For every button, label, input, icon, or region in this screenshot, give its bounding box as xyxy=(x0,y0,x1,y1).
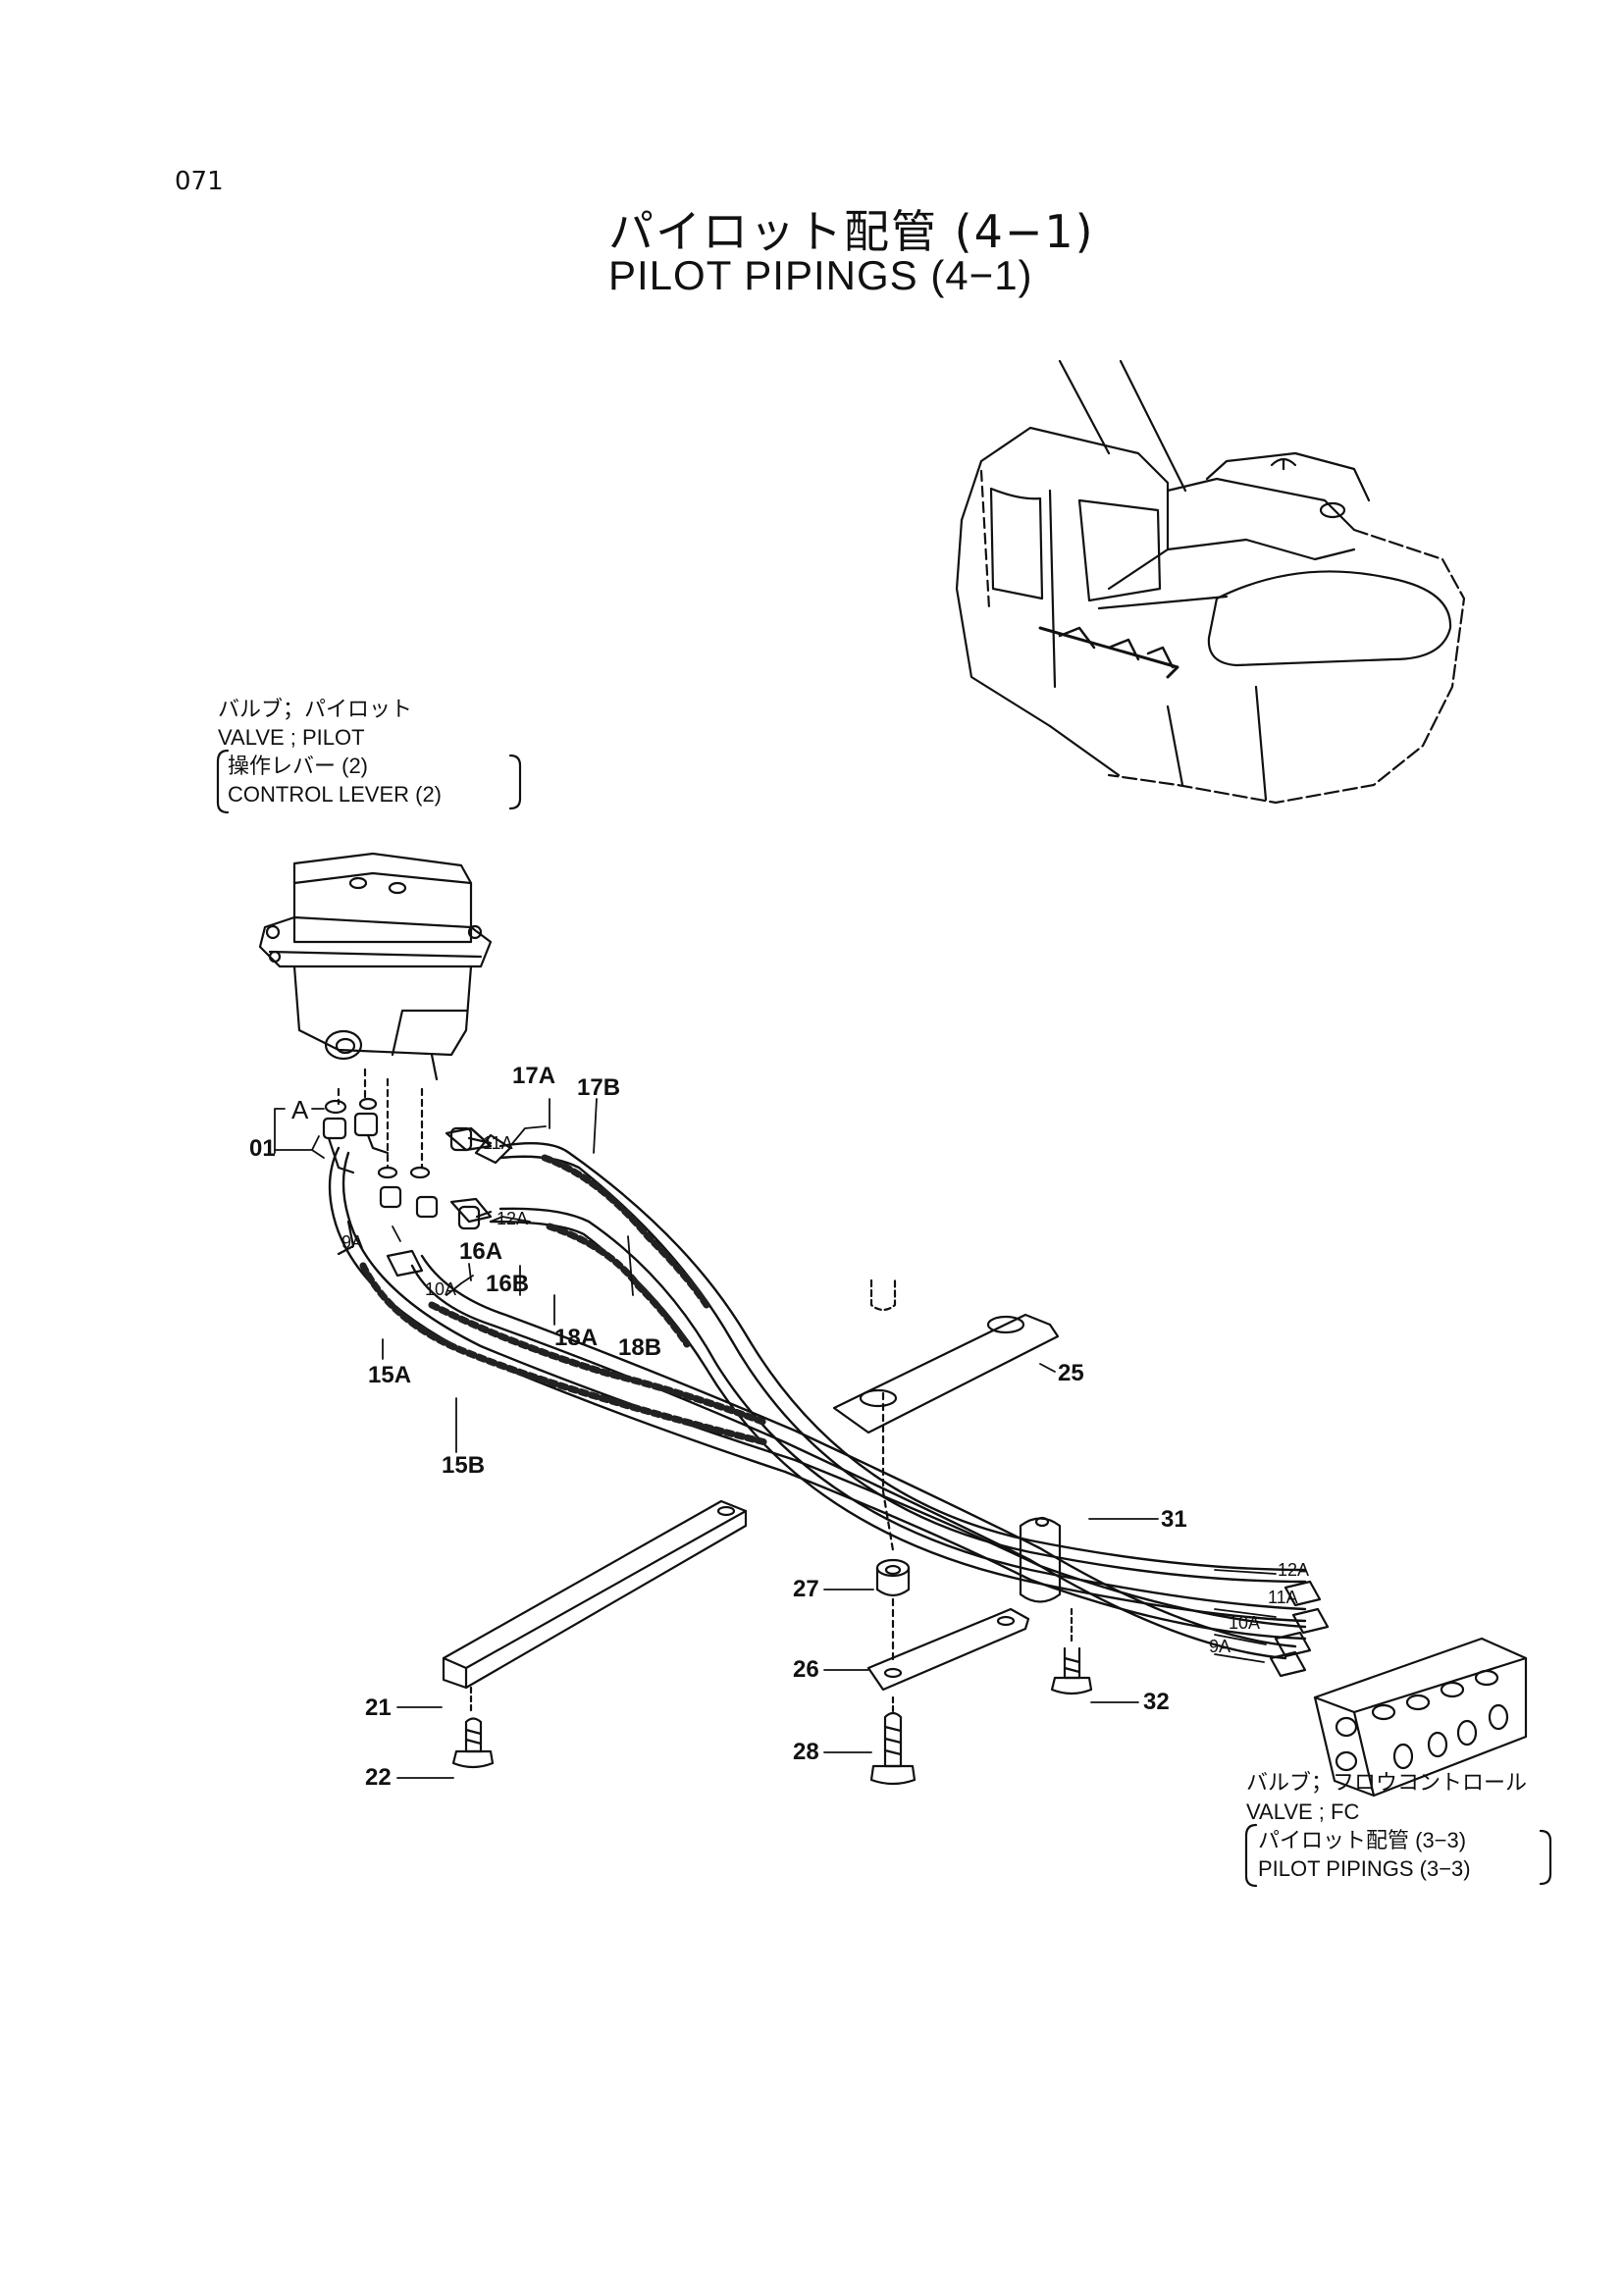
callout-right-11A: 11A xyxy=(1268,1588,1298,1607)
callout-31: 31 xyxy=(1161,1506,1187,1533)
pilot-valve-note-en: VALVE ; PILOT xyxy=(218,725,365,750)
bolt-28 xyxy=(869,1695,917,1786)
callout-18B: 18B xyxy=(618,1334,662,1361)
note-bracket-left-2 xyxy=(1244,1823,1258,1888)
callout-16A: 16A xyxy=(459,1238,503,1265)
callout-10A: 10A xyxy=(425,1279,457,1299)
callout-32: 32 xyxy=(1143,1689,1170,1715)
bolt-32 xyxy=(1050,1607,1093,1695)
callout-12A: 12A xyxy=(497,1209,529,1228)
spacer-27 xyxy=(875,1558,911,1597)
pilot-fittings xyxy=(322,1068,493,1230)
callout-28: 28 xyxy=(793,1739,819,1765)
title-japanese: パイロット配管 (4−1) xyxy=(608,205,1095,258)
callout-16B: 16B xyxy=(486,1271,530,1297)
pilot-pipings-ref-en: PILOT PIPINGS (3−3) xyxy=(1258,1856,1471,1881)
callout-27: 27 xyxy=(793,1576,819,1602)
pilot-valve-illustration xyxy=(258,852,493,1081)
leader-lines xyxy=(274,1098,1277,1779)
note-bracket-right-2 xyxy=(1539,1829,1552,1886)
callout-right-9A: 9A xyxy=(1209,1637,1231,1656)
callout-17A: 17A xyxy=(512,1063,556,1089)
callout-15A: 15A xyxy=(368,1362,412,1388)
callout-A: A xyxy=(291,1095,309,1124)
page-number: 071 xyxy=(175,167,224,196)
callout-21: 21 xyxy=(365,1694,392,1721)
callout-18A: 18A xyxy=(554,1325,599,1351)
bar-21 xyxy=(442,1499,748,1714)
note-bracket-right-1 xyxy=(508,754,522,810)
pilot-pipings-ref-jp: パイロット配管 (3−3) xyxy=(1258,1828,1467,1852)
callout-26: 26 xyxy=(793,1656,819,1683)
plate-25 xyxy=(832,1278,1060,1552)
callout-9A: 9A xyxy=(341,1232,364,1252)
excavator-illustration xyxy=(955,359,1466,805)
hose-bundle xyxy=(328,1142,1307,1660)
callout-25: 25 xyxy=(1058,1360,1084,1386)
callout-01: 01 xyxy=(249,1135,276,1162)
hose-fittings-left xyxy=(337,1126,512,1277)
callout-15B: 15B xyxy=(442,1452,486,1479)
callout-right-10A: 10A xyxy=(1229,1613,1261,1633)
callout-right-12A: 12A xyxy=(1278,1560,1310,1580)
title-english: PILOT PIPINGS (4−1) xyxy=(608,252,1033,298)
callout-22: 22 xyxy=(365,1764,392,1791)
callout-17B: 17B xyxy=(577,1074,621,1101)
pilot-valve-note-jp: バルブ；パイロット xyxy=(218,697,413,721)
fc-valve-note-en: VALVE ; FC xyxy=(1246,1799,1360,1824)
bolt-22 xyxy=(451,1717,495,1769)
fc-valve-illustration xyxy=(1269,1580,1528,1798)
control-lever-note-jp: 操作レバー (2) xyxy=(228,754,369,778)
callout-11A: 11A xyxy=(483,1133,513,1153)
control-lever-note-en: CONTROL LEVER (2) xyxy=(228,782,443,807)
plate-26 xyxy=(866,1597,1030,1692)
note-bracket-left-1 xyxy=(216,749,230,814)
